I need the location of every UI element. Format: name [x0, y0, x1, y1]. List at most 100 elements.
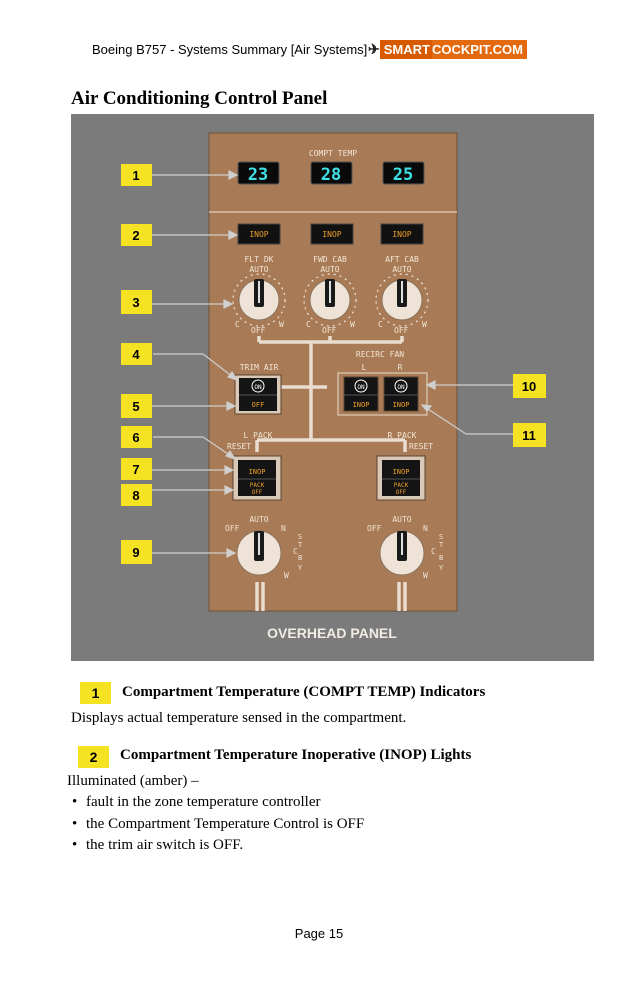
temp-control-knob-aft-cab[interactable] — [375, 273, 429, 327]
airplane-icon: ✈ — [368, 40, 380, 59]
callout-badge-2: 2 — [121, 224, 152, 246]
temp-value-fwd-cab: 28 — [321, 165, 341, 185]
trim-air-label: TRIM AIR — [240, 363, 279, 372]
recirc-fan-switch-r[interactable]: ON INOP — [383, 376, 419, 412]
r-stby-y: Y — [439, 564, 444, 572]
trim-air-on: ON — [254, 384, 262, 391]
l-pack-selector-knob[interactable] — [236, 530, 282, 576]
l-pack-inop: INOP — [249, 468, 266, 476]
inop-light-aft-cab: INOP — [380, 223, 424, 245]
knob-w-3: W — [422, 320, 427, 329]
smartcockpit-logo: ✈ SMART COCKPIT.COM — [368, 40, 527, 59]
temp-indicator-flt-dk: 23 — [237, 161, 280, 185]
logo-text-cockpit: COCKPIT.COM — [431, 40, 527, 59]
section-text-2: Illuminated (amber) – — [67, 773, 199, 789]
recirc-l-label: L — [362, 363, 367, 372]
recirc-fan-bracket — [337, 372, 428, 416]
callout-badge-5: 5 — [121, 394, 152, 418]
zone-auto-3: AUTO — [392, 265, 411, 274]
r-pack-selector-knob[interactable] — [379, 530, 425, 576]
callout-badge-9: 9 — [121, 540, 152, 564]
inop-label: INOP — [249, 230, 268, 239]
svg-text:5: 5 — [132, 399, 139, 414]
logo-text-smart: SMART — [379, 40, 432, 59]
svg-text:4: 4 — [132, 347, 140, 362]
callout-badge-4: 4 — [121, 343, 152, 365]
knob-off-3: OFF — [394, 326, 409, 335]
callout-badge-6: 6 — [121, 426, 152, 448]
temp-value-aft-cab: 25 — [393, 165, 413, 185]
r-pack-w: W — [423, 571, 428, 580]
l-pack-c: C — [293, 547, 298, 556]
knob-c-2: C — [306, 320, 311, 329]
zone-label-2: FWD CAB — [313, 255, 347, 264]
svg-text:6: 6 — [132, 430, 139, 445]
section-title-1: Compartment Temperature (COMPT TEMP) Ind… — [122, 684, 486, 700]
list-item: the trim air switch is OFF. — [72, 837, 243, 854]
recirc-r-label: R — [398, 363, 403, 372]
temp-control-knob-fwd-cab[interactable] — [303, 273, 357, 327]
recirc-fan-label: RECIRC FAN — [356, 350, 404, 359]
temp-indicator-fwd-cab: 28 — [310, 161, 353, 185]
knob-w-2: W — [350, 320, 355, 329]
temp-control-knob-flt-dk[interactable] — [232, 273, 286, 327]
recirc-r-inop: INOP — [393, 401, 410, 409]
r-pack-off-pos: OFF — [367, 524, 382, 533]
svg-text:7: 7 — [132, 462, 139, 477]
r-pack-inop: INOP — [393, 468, 410, 476]
temp-indicator-aft-cab: 25 — [382, 161, 425, 185]
page-title: Air Conditioning Control Panel — [71, 88, 328, 109]
inop-label: INOP — [322, 230, 341, 239]
r-stby-b: B — [439, 554, 443, 562]
svg-text:10: 10 — [522, 379, 536, 394]
r-pack-auto: AUTO — [392, 515, 411, 524]
knob-off-2: OFF — [322, 326, 337, 335]
recirc-fan-switch-l[interactable]: ON INOP — [343, 376, 379, 412]
trim-air-switch[interactable]: ON OFF — [234, 374, 282, 415]
r-stby-s: S — [439, 533, 443, 541]
callout-badge-3: 3 — [121, 290, 152, 314]
recirc-r-on: ON — [397, 384, 405, 391]
recirc-l-on: ON — [357, 384, 365, 391]
recirc-l-inop: INOP — [353, 401, 370, 409]
l-pack-label: L PACK — [244, 431, 273, 440]
l-stby-t: T — [298, 541, 303, 549]
svg-text:11: 11 — [522, 428, 536, 443]
knob-c-1: C — [235, 320, 240, 329]
duct-lines — [255, 336, 407, 611]
svg-text:1: 1 — [132, 168, 139, 183]
knob-w-1: W — [279, 320, 284, 329]
section-badge-2: 2 — [78, 746, 109, 768]
r-pack-switch[interactable]: INOP PACK OFF — [376, 455, 426, 501]
r-pack-off-2: OFF — [396, 489, 407, 496]
l-pack-auto: AUTO — [249, 515, 268, 524]
l-pack-w: W — [284, 571, 289, 580]
document-header: Boeing B757 - Systems Summary [Air Syste… — [92, 42, 368, 57]
callout-badge-1: 1 — [121, 164, 152, 186]
zone-auto-1: AUTO — [249, 265, 268, 274]
page-number: Page 15 — [294, 926, 344, 941]
r-pack-off-1: PACK — [394, 482, 409, 489]
svg-text:9: 9 — [132, 545, 139, 560]
r-pack-n: N — [423, 524, 428, 533]
l-stby-s: S — [298, 533, 302, 541]
callout-badge-10: 10 — [513, 374, 546, 398]
l-pack-switch[interactable]: INOP PACK OFF — [232, 455, 282, 501]
temp-value-flt-dk: 23 — [248, 165, 268, 185]
knob-off-1: OFF — [251, 326, 266, 335]
r-pack-c: C — [431, 547, 436, 556]
l-pack-off-1: PACK — [250, 482, 265, 489]
zone-auto-2: AUTO — [320, 265, 339, 274]
l-pack-n: N — [281, 524, 286, 533]
zone-label-1: FLT DK — [245, 255, 274, 264]
inop-light-flt-dk: INOP — [237, 223, 281, 245]
zone-label-3: AFT CAB — [385, 255, 419, 264]
l-pack-off-pos: OFF — [225, 524, 240, 533]
callout-badge-7: 7 — [121, 458, 152, 480]
compt-temp-label: COMPT TEMP — [309, 149, 357, 158]
knob-c-3: C — [378, 320, 383, 329]
section-title-2: Compartment Temperature Inoperative (INO… — [120, 747, 472, 763]
callout-arrows — [150, 170, 513, 558]
trim-air-off: OFF — [252, 401, 265, 409]
svg-text:2: 2 — [132, 228, 139, 243]
